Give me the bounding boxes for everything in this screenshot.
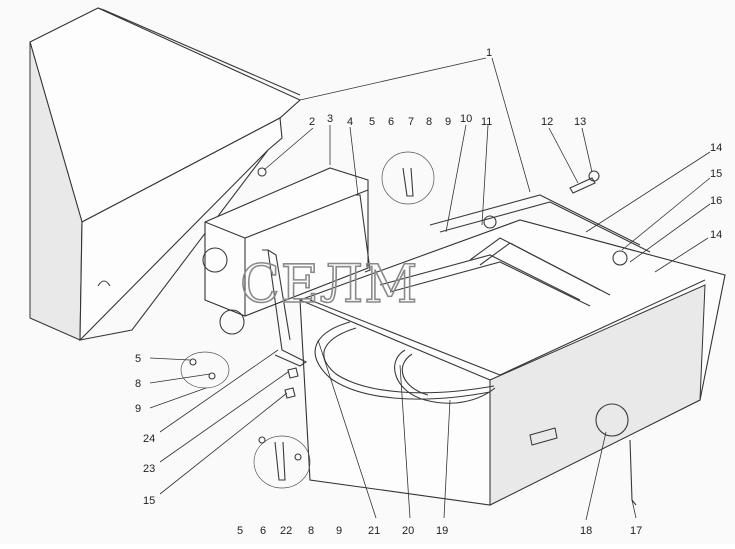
callout-14-top: 14 xyxy=(710,142,722,154)
callout-5-left: 5 xyxy=(135,353,141,365)
callout-7: 7 xyxy=(408,116,414,128)
callout-15-right: 15 xyxy=(710,168,722,180)
frame-rails xyxy=(379,194,651,307)
callout-14-right: 14 xyxy=(710,229,722,241)
callout-23: 23 xyxy=(143,463,155,475)
callout-22: 22 xyxy=(280,525,292,537)
hardware-groups xyxy=(180,151,600,489)
watermark: СЕЛМ xyxy=(240,255,418,315)
callout-24: 24 xyxy=(143,433,155,445)
callout-10: 10 xyxy=(460,113,472,125)
callout-9-left: 9 xyxy=(135,403,141,415)
callout-1: 1 xyxy=(486,47,492,59)
callout-6-top: 6 xyxy=(388,116,394,128)
callout-5-bottom: 5 xyxy=(237,525,243,537)
callout-18: 18 xyxy=(580,525,592,537)
callouts: 1 2 3 4 5 6 7 8 9 10 11 12 13 14 15 16 1… xyxy=(135,47,722,537)
callout-9-bottom: 9 xyxy=(336,525,342,537)
callout-16: 16 xyxy=(710,195,722,207)
callout-6-bottom: 6 xyxy=(260,525,266,537)
callout-19: 19 xyxy=(436,525,448,537)
callout-8-top: 8 xyxy=(426,116,432,128)
callout-11: 11 xyxy=(481,116,492,128)
battery-box xyxy=(202,167,726,506)
callout-4: 4 xyxy=(347,116,353,128)
callout-5-top: 5 xyxy=(369,116,375,128)
leader-lines xyxy=(149,57,711,521)
callout-20: 20 xyxy=(402,525,414,537)
callout-2: 2 xyxy=(309,116,315,128)
callout-3: 3 xyxy=(327,113,333,125)
battery-cover xyxy=(29,7,301,342)
callout-8-left: 8 xyxy=(135,378,141,390)
callout-8-bottom: 8 xyxy=(308,525,314,537)
brackets xyxy=(262,194,371,367)
callout-17: 17 xyxy=(630,525,642,537)
callout-13: 13 xyxy=(574,116,586,128)
callout-9-top: 9 xyxy=(445,116,451,128)
callout-12: 12 xyxy=(541,116,553,128)
callout-15-left: 15 xyxy=(143,495,155,507)
callout-21: 21 xyxy=(368,525,380,537)
